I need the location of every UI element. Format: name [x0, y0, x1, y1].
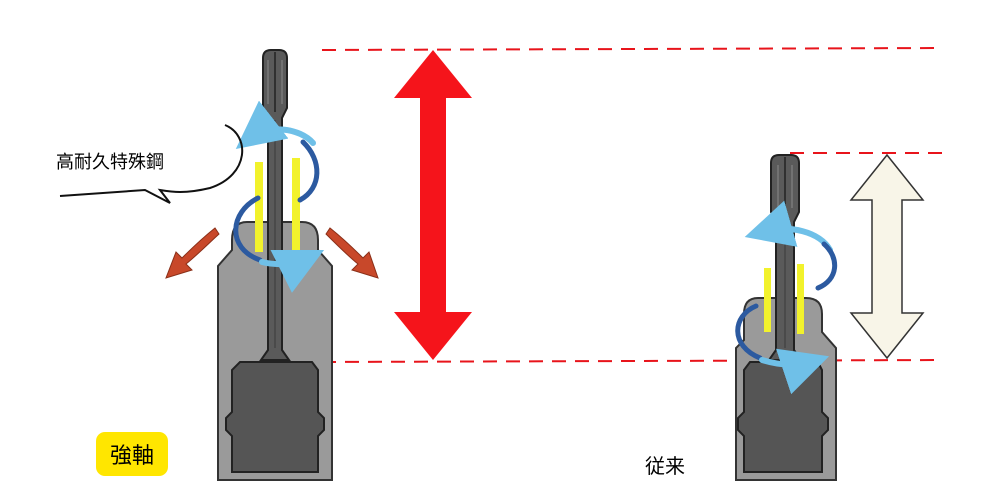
- reference-lines: [321, 47, 943, 363]
- material-callout-text: 高耐久特殊鋼: [56, 152, 164, 173]
- conventional-right-highlight: [797, 264, 804, 334]
- conventional-assembly: [735, 154, 838, 481]
- conventional-label: 従来: [645, 454, 685, 478]
- short-double-arrow-icon: [849, 153, 925, 360]
- twist-icon: [233, 100, 325, 293]
- long-double-arrow-icon: [394, 50, 472, 360]
- conventional-twist-icon: [735, 200, 838, 395]
- left-highlight-bar: [255, 162, 263, 252]
- strong-shaft-assembly: [165, 49, 379, 481]
- spread-right-icon: [325, 227, 379, 279]
- strong-shaft-badge: 強軸: [96, 432, 168, 476]
- top-reference-line: [321, 47, 943, 51]
- conventional-left-highlight: [764, 268, 771, 332]
- right-highlight-bar: [292, 158, 300, 254]
- spread-left-icon: [165, 227, 220, 279]
- speech-bubble: [59, 124, 244, 204]
- left-socket-cavity: [225, 361, 325, 473]
- conventional-socket-cavity: [737, 361, 829, 473]
- strong-shaft-badge-text: 強軸: [109, 444, 154, 469]
- middle-reference-line: [321, 359, 943, 363]
